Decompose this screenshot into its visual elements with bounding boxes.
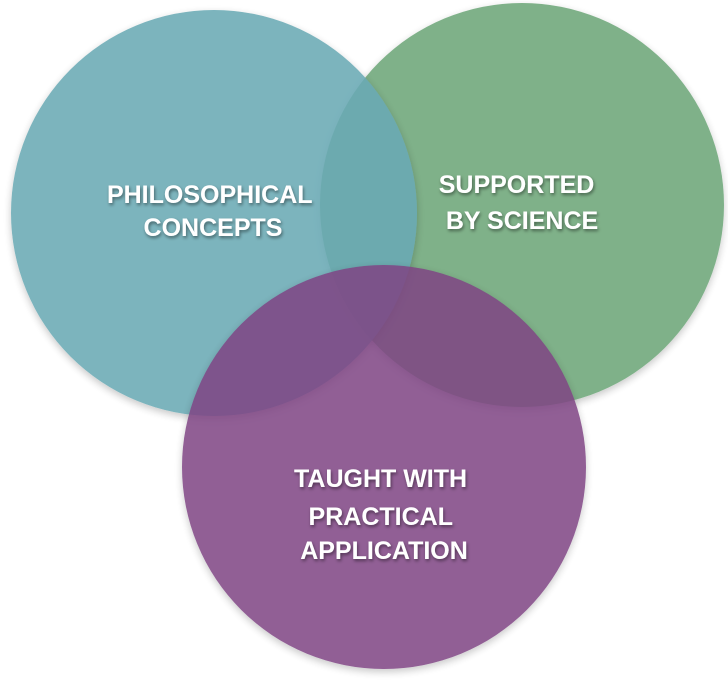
label-line: TAUGHT WITH bbox=[294, 465, 467, 493]
label-taught-with-practical-application: TAUGHT WITH PRACTICAL APPLICATION bbox=[294, 465, 474, 565]
label-line: SUPPORTED bbox=[439, 171, 595, 199]
label-line: APPLICATION bbox=[300, 537, 468, 565]
label-philosophical-concepts: PHILOSOPHICAL CONCEPTS bbox=[107, 181, 319, 242]
label-line: BY SCIENCE bbox=[446, 207, 598, 235]
label-supported-by-science: SUPPORTED BY SCIENCE bbox=[439, 171, 602, 235]
label-line: PRACTICAL bbox=[309, 503, 453, 531]
label-line: PHILOSOPHICAL bbox=[107, 181, 312, 209]
circle-taught-with-practical-application bbox=[182, 265, 586, 669]
label-line: CONCEPTS bbox=[144, 214, 283, 242]
